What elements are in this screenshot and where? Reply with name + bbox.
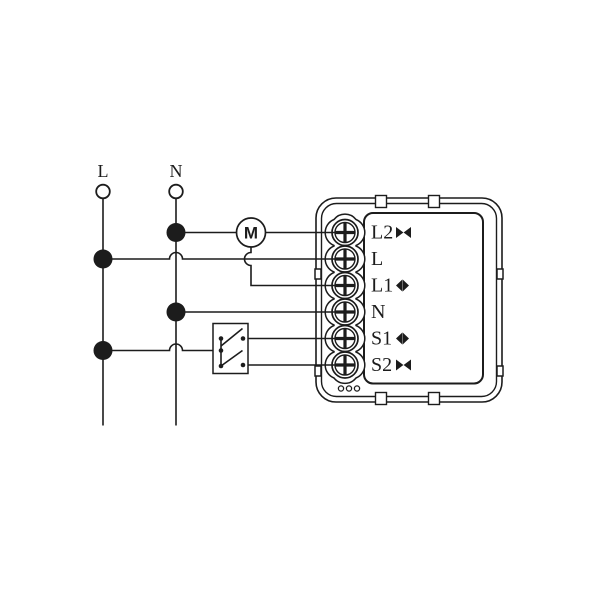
open-arrows-icon (396, 332, 409, 345)
switch-blade-top (220, 327, 244, 347)
neutral-terminal-circle (168, 183, 184, 200)
module-top-tab-left (374, 194, 388, 209)
terminal-label-s2: S2 (371, 354, 392, 376)
junction-dot (166, 223, 186, 242)
module-right-notch-upper (496, 268, 504, 280)
junction-dot (166, 302, 186, 322)
motor-label: M (244, 224, 258, 243)
terminal-label-s1: S1 (371, 328, 392, 350)
open-arrows-icon (396, 279, 409, 292)
switch-blade-bottom (220, 349, 243, 367)
module-bottom-tab-right (427, 391, 441, 406)
wire-live-to-l-terminal (103, 251, 345, 260)
screw-cross-slots (335, 223, 355, 375)
junction-dots (93, 223, 186, 360)
screw-cross-icon (335, 249, 355, 269)
vent-hole (345, 385, 353, 392)
motor-symbol: M (235, 217, 267, 248)
vent-hole (337, 385, 345, 392)
terminal-label-l2: L2 (371, 222, 393, 244)
module-bottom-tab-left (374, 391, 388, 406)
terminal-labels: L2 L L1 N S1 S2 (371, 222, 411, 376)
junction-dot (93, 249, 113, 269)
screw-cross-icon (335, 302, 355, 322)
wire-live-to-switch (103, 343, 221, 352)
close-arrows-icon (396, 359, 411, 371)
relay-module (314, 194, 504, 406)
module-label-panel (363, 212, 484, 385)
wire-motor-to-l1-terminal (243, 247, 345, 287)
vent-hole (353, 385, 361, 392)
screw-cross-icon (335, 276, 355, 295)
switch-symbol (212, 322, 249, 375)
switch-contact-dot-s2 (240, 362, 246, 368)
screw-cross-icon (335, 223, 355, 242)
module-top-tab-right (427, 194, 441, 209)
motor-circle (235, 217, 267, 248)
switch-contact-dot-s1 (240, 336, 246, 341)
terminal-label-n: N (371, 301, 385, 323)
vent-holes (337, 385, 361, 392)
switch-pivot-dot (218, 363, 224, 369)
module-right-notch-lower (496, 365, 504, 377)
screw-cross-icon (335, 329, 355, 348)
live-terminal-circle (95, 183, 111, 200)
screw-cross-icon (335, 355, 355, 375)
neutral-line-label: N (170, 161, 183, 181)
switch-feed-dot (218, 348, 224, 353)
terminal-label-l: L (371, 248, 383, 270)
close-arrows-icon (396, 227, 411, 238)
module-left-notch-upper (314, 268, 322, 280)
wires (103, 231, 345, 366)
switch-pivot-dot (218, 336, 224, 341)
junction-dot (93, 341, 113, 360)
module-left-notch-lower (314, 365, 322, 377)
mains-supply: L N (95, 161, 184, 426)
live-line-label: L (98, 161, 109, 181)
terminal-label-l1: L1 (371, 275, 393, 297)
